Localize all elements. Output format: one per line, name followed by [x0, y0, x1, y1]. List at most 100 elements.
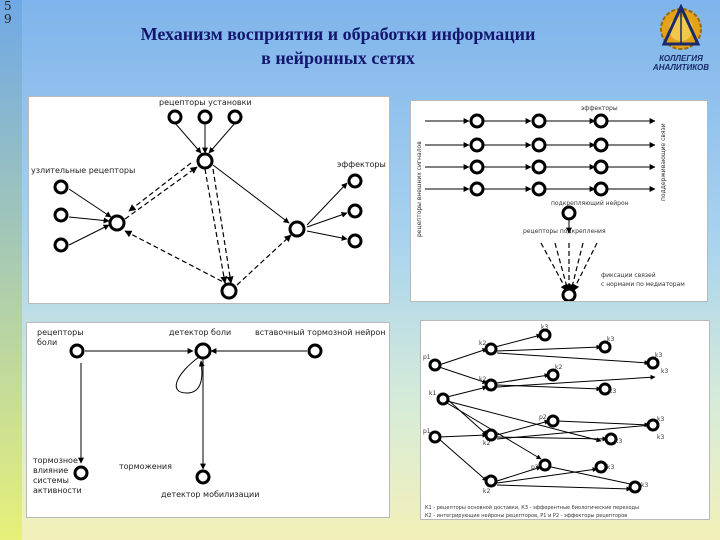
- p4-node: [484, 342, 498, 356]
- p2-label-neuron: подкрепляющий нейрон: [551, 200, 629, 207]
- p4-node: [484, 474, 498, 488]
- p4-label: k2: [483, 440, 490, 447]
- p2-node: [531, 181, 547, 197]
- p4-node: [598, 382, 612, 396]
- p3-nodes: [69, 342, 323, 485]
- p2-label-fix1: фиксации связей: [601, 272, 656, 279]
- p4-label: k3: [657, 416, 664, 423]
- p4-node: [646, 356, 660, 370]
- p4-label: k3: [641, 482, 648, 489]
- diagram-panel-reinforcement: рецепторы внешних сигналов поддерживающи…: [410, 100, 708, 302]
- diagram-2: рецепторы внешних сигналов поддерживающи…: [416, 105, 685, 301]
- p4-node: [646, 418, 660, 432]
- p4-node: [546, 414, 560, 428]
- diagram-panel-pain-detector: рецепторы боли детектор боли вставочный …: [26, 322, 390, 518]
- p1-node: [108, 214, 126, 232]
- p2-node: [469, 137, 485, 153]
- p2-label-fix2: с нормами по медиаторам: [601, 281, 685, 288]
- p4-label: p1: [423, 354, 431, 361]
- p4-label: p1: [423, 428, 431, 435]
- p4-label: k3: [657, 434, 664, 441]
- p1-node: [347, 173, 363, 189]
- diagram-1: рецепторы установки узлительные рецептор…: [31, 98, 386, 300]
- title-line-1: Механизм восприятия и обработки информац…: [140, 24, 536, 44]
- p4-node: [604, 432, 618, 446]
- p2-node: [469, 159, 485, 175]
- p4-label: p2: [539, 414, 547, 421]
- p1-node: [347, 233, 363, 249]
- slide-title: Механизм восприятия и обработки информац…: [96, 22, 580, 70]
- p2-node: [531, 159, 547, 175]
- p2-label-top: эффекторы: [581, 105, 618, 112]
- p4-label: k2: [555, 364, 562, 371]
- p3-node: [194, 342, 212, 360]
- p2-node: [531, 137, 547, 153]
- p1-node: [53, 237, 69, 253]
- p1-label-left: узлительные рецепторы: [31, 166, 135, 175]
- p4-node: [538, 328, 552, 342]
- p1-node: [167, 109, 183, 125]
- p4-label: p2: [531, 464, 539, 471]
- p1-node: [347, 203, 363, 219]
- p4-node: [594, 460, 608, 474]
- p1-node: [53, 207, 69, 223]
- p4-label: k2: [479, 340, 486, 347]
- diagram-4: k3 k2 k3 k3 p1 k2 k3 k2 k3 k1 k3 p2 k3 p…: [423, 324, 668, 519]
- p1-nodes: [53, 109, 363, 300]
- p3-label-inhibition: торможения: [119, 462, 172, 471]
- p3-node: [195, 469, 211, 485]
- p3-label-inhib-4: активности: [33, 486, 82, 495]
- p3-edges: [78, 348, 307, 470]
- p2-node: [469, 113, 485, 129]
- p4-node: [598, 340, 612, 354]
- p1-node: [53, 179, 69, 195]
- p2-label-receptors: рецепторы подкрепления: [523, 228, 606, 235]
- p4-label: k3: [655, 352, 662, 359]
- p4-node: [428, 358, 442, 372]
- p1-node: [227, 109, 243, 125]
- diagram-3: рецепторы боли детектор боли вставочный …: [33, 328, 386, 499]
- p2-node: [561, 287, 577, 301]
- p3-label-pain-1: рецепторы: [37, 328, 84, 337]
- p3-label-inhib-3: системы: [33, 476, 69, 485]
- p2-nodes: [469, 113, 609, 301]
- p4-labels: k3 k2 k3 k3 p1 k2 k3 k2 k3 k1 k3 p2 k3 p…: [423, 324, 668, 495]
- p2-node: [561, 205, 577, 221]
- p4-label: k3: [607, 464, 614, 471]
- p4-node: [484, 378, 498, 392]
- p4-label: k3: [541, 324, 548, 331]
- p4-label: k3: [609, 388, 616, 395]
- p2-label-side: рецепторы внешних сигналов: [416, 141, 423, 237]
- p2-edges: [425, 118, 656, 292]
- p3-label-pain-2: боли: [37, 338, 57, 347]
- p4-legend-1: К1 - рецепторы основной доставки, К3 - э…: [425, 504, 639, 511]
- p3-node: [73, 465, 89, 481]
- p1-node: [196, 152, 214, 170]
- p3-label-inhib-1: тормозное: [33, 456, 78, 465]
- p2-node: [593, 159, 609, 175]
- p1-edges: [68, 122, 348, 286]
- p4-node: [538, 458, 552, 472]
- p3-node: [307, 343, 323, 359]
- p3-label-inhib-neuron: вставочный тормозной нейрон: [255, 328, 386, 337]
- p4-label: k3: [607, 336, 614, 343]
- p3-node: [69, 343, 85, 359]
- p1-label-right: эффекторы: [337, 160, 386, 169]
- diagram-panel-receptors-effectors: рецепторы установки узлительные рецептор…: [28, 96, 390, 304]
- p1-label-top: рецепторы установки: [159, 98, 252, 107]
- p2-label-right: поддерживающие связи: [660, 123, 667, 201]
- p3-label-inhib-2: влияние: [33, 466, 68, 475]
- compass-triangle-logo-icon: [660, 4, 702, 50]
- p2-node: [593, 181, 609, 197]
- p4-node: [628, 480, 642, 494]
- p4-node: [436, 392, 450, 406]
- p4-node: [428, 430, 442, 444]
- logo-line-2: АНАЛИТИКОВ: [652, 63, 710, 72]
- p4-legend-2: К2 - интегрирующие нейроны рецепторов, Р…: [425, 512, 627, 519]
- p3-label-detector: детектор боли: [169, 328, 231, 337]
- p4-nodes: [428, 328, 660, 494]
- slide-number: 5 9: [4, 0, 12, 26]
- p3-label-detector-2: детектор мобилизации: [161, 490, 259, 499]
- p1-node: [197, 109, 213, 125]
- p1-node: [220, 282, 238, 300]
